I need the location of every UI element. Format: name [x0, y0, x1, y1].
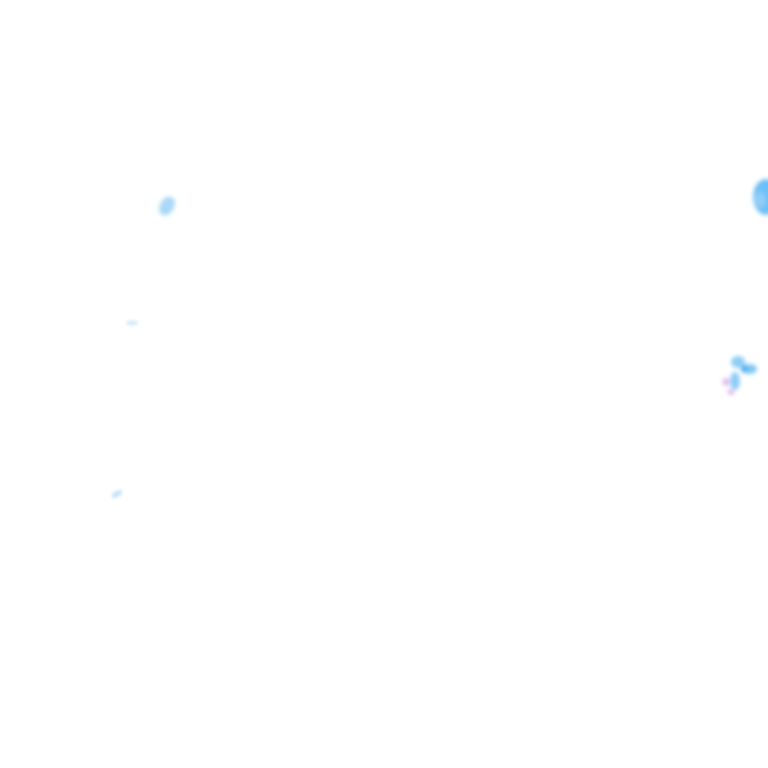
- precip-cell-left-trace: [126, 320, 138, 326]
- precip-cell-right-edge: [753, 179, 768, 215]
- precip-cell-right-cluster: [722, 356, 757, 395]
- precip-cell-lower-left-trace: [111, 490, 123, 498]
- precip-cell-upper-left: [159, 196, 175, 216]
